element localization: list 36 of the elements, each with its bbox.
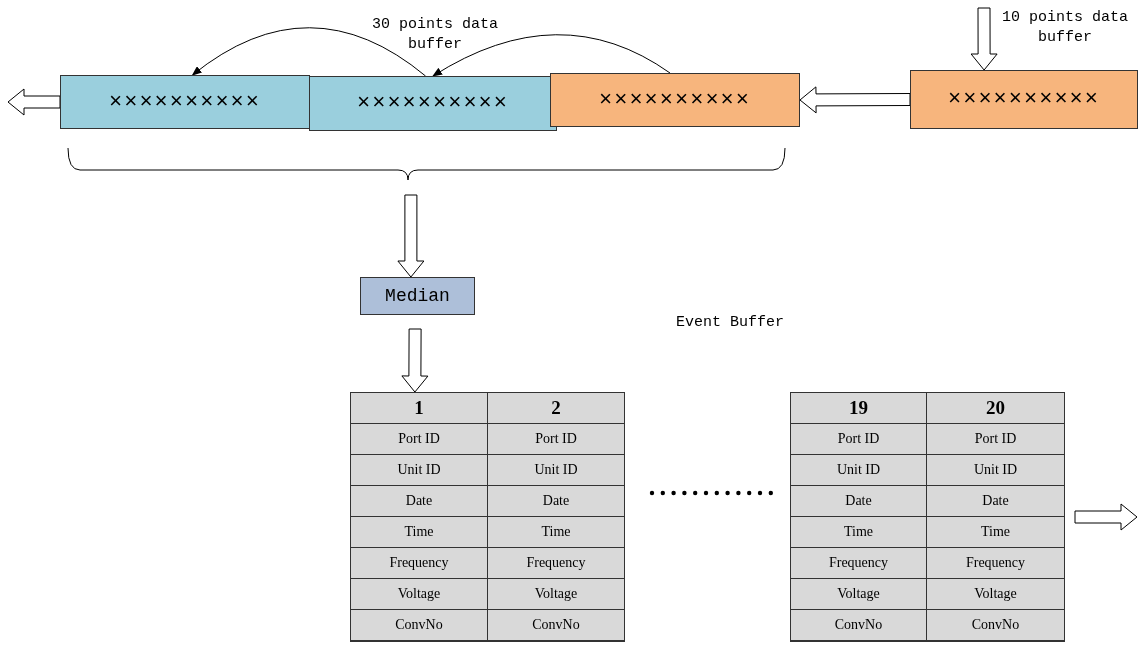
column-number: 2 <box>488 393 624 424</box>
buffer-box: ×××××××××× <box>309 76 557 131</box>
field-name: Frequency <box>927 548 1064 579</box>
field-name: Unit ID <box>927 455 1064 486</box>
table-column <box>790 392 927 642</box>
field-name: Port ID <box>488 424 624 455</box>
text-label: Event Buffer <box>675 313 785 333</box>
arrow <box>401 328 429 393</box>
text-label: 10 points data buffer <box>1001 8 1129 48</box>
field-name: Unit ID <box>488 455 624 486</box>
buffer-box: ×××××××××× <box>910 70 1138 129</box>
field-name: Date <box>927 486 1064 517</box>
median-box: Median <box>360 277 475 315</box>
field-name: ConvNo <box>927 610 1064 641</box>
arrow <box>397 194 425 278</box>
field-name: Voltage <box>488 579 624 610</box>
field-name: Port ID <box>927 424 1064 455</box>
arrow <box>799 86 911 114</box>
buffer-box: ×××××××××× <box>60 75 310 129</box>
field-name: ConvNo <box>488 610 624 641</box>
arrow <box>970 7 998 71</box>
table-column <box>926 392 1065 642</box>
arrow <box>7 88 61 116</box>
table-column <box>350 392 488 642</box>
field-name: Date <box>488 486 624 517</box>
arrow <box>1074 503 1138 531</box>
field-name: Time <box>488 517 624 548</box>
field-name: Voltage <box>927 579 1064 610</box>
buffer-box: ×××××××××× <box>550 73 800 127</box>
text-label: 30 points data buffer <box>371 15 499 55</box>
arrow <box>191 27 427 77</box>
arrow <box>432 34 671 77</box>
table-column <box>487 392 625 642</box>
field-name: Time <box>927 517 1064 548</box>
field-name: Frequency <box>488 548 624 579</box>
column-number: 20 <box>927 393 1064 424</box>
